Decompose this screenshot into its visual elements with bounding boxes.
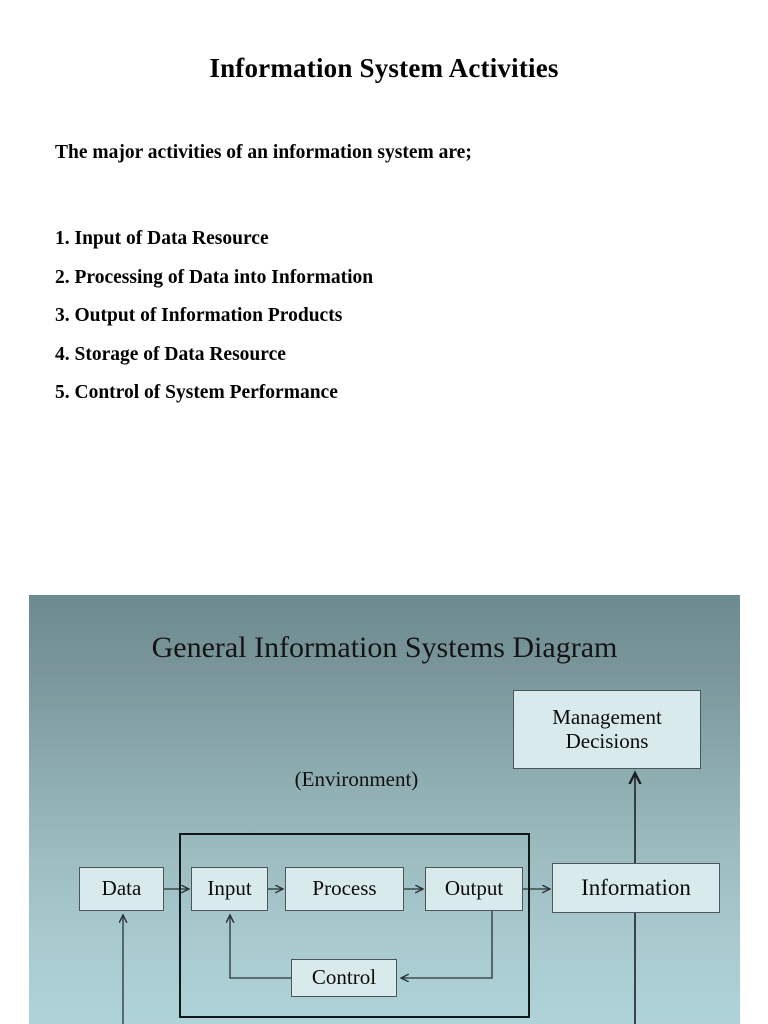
lead-sentence: The major activities of an information s… [55,142,472,163]
node-data[interactable]: Data [79,867,164,911]
node-management-label-line2: Decisions [565,728,649,753]
node-information-label: Information [581,875,691,901]
node-input[interactable]: Input [191,867,268,911]
system-boundary [179,833,530,1018]
list-item: 4. Storage of Data Resource [55,343,286,365]
node-output[interactable]: Output [425,867,523,911]
node-control[interactable]: Control [291,959,397,997]
node-data-label: Data [101,876,142,901]
list-item: 5. Control of System Performance [55,382,338,404]
environment-label: (Environment) [294,767,419,791]
node-process[interactable]: Process [285,867,404,911]
node-control-label: Control [311,965,377,990]
node-input-label: Input [207,876,252,901]
diagram-panel: General Information Systems Diagram (Env… [29,595,740,1024]
list-item: 2. Processing of Data into Information [55,266,374,288]
list-item: 1. Input of Data Resource [55,228,269,249]
node-management-label-line1: Management [552,704,662,729]
page-title: Information System Activities [209,53,559,83]
node-management-decisions[interactable]: Management Decisions [513,690,701,769]
node-information[interactable]: Information [552,863,720,913]
diagram-title: General Information Systems Diagram [151,631,618,664]
activities-list: 1. Input of Data Resource 2. Processing … [55,220,675,413]
node-output-label: Output [444,876,504,901]
list-item: 3. Output of Information Products [55,305,343,327]
node-process-label: Process [312,876,377,901]
